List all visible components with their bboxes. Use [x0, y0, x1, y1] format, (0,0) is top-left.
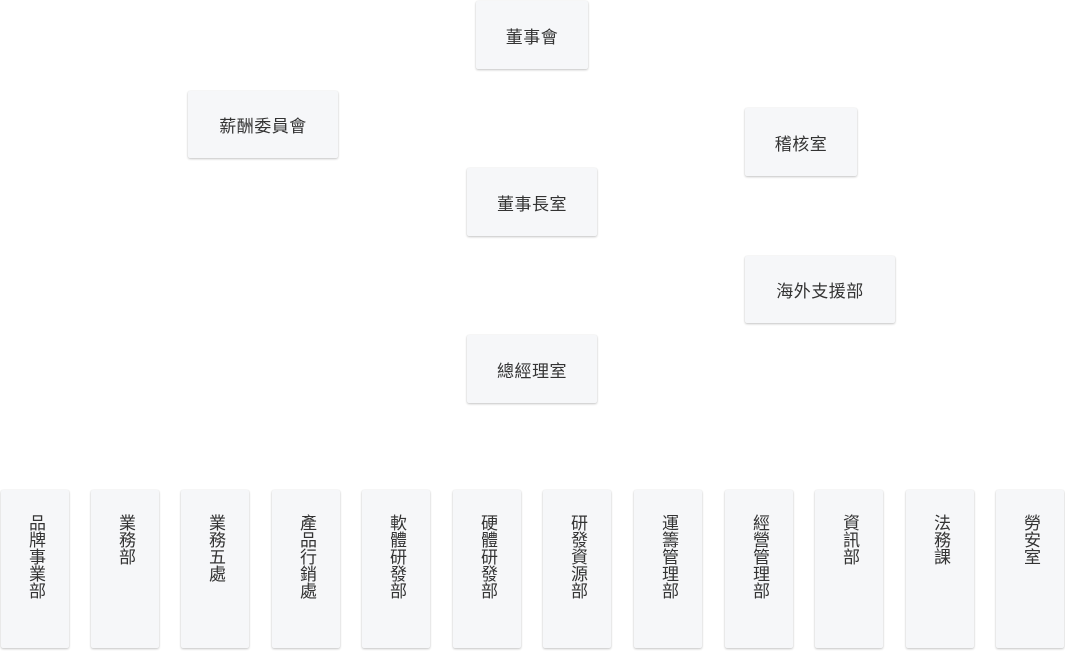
dept-node-sales[interactable]: 業務部	[91, 490, 159, 648]
dept-label: 產品行銷處	[296, 514, 316, 599]
compensation-committee-label: 薪酬委員會	[219, 117, 307, 137]
dept-node-hardware-rd[interactable]: 硬體研發部	[453, 490, 521, 648]
dept-node-software-rd[interactable]: 軟體研發部	[362, 490, 430, 648]
overseas-support-label: 海外支援部	[776, 282, 864, 302]
dept-node-information[interactable]: 資訊部	[815, 490, 883, 648]
dept-label: 軟體研發部	[386, 514, 406, 599]
dept-label: 勞安室	[1020, 514, 1040, 565]
dept-label: 研發資源部	[567, 514, 587, 599]
chairman-office-node[interactable]: 董事長室	[467, 168, 597, 236]
dept-node-legal[interactable]: 法務課	[906, 490, 974, 648]
dept-label: 業務部	[115, 514, 135, 565]
dept-label: 經營管理部	[749, 514, 769, 599]
dept-label: 硬體研發部	[477, 514, 497, 599]
dept-label: 業務五處	[205, 514, 225, 582]
president-office-node[interactable]: 總經理室	[467, 335, 597, 403]
president-office-label: 總經理室	[497, 361, 567, 382]
dept-node-logistics-management[interactable]: 運籌管理部	[634, 490, 702, 648]
board-node[interactable]: 董事會	[476, 1, 588, 69]
audit-office-node[interactable]: 稽核室	[745, 108, 857, 176]
dept-node-business-management[interactable]: 經營管理部	[725, 490, 793, 648]
audit-office-label: 稽核室	[774, 134, 828, 155]
dept-label: 法務課	[930, 514, 950, 565]
dept-node-rd-resources[interactable]: 研發資源部	[543, 490, 611, 648]
dept-node-sales-5[interactable]: 業務五處	[181, 490, 249, 648]
dept-label: 資訊部	[839, 514, 859, 565]
dept-node-brand-business[interactable]: 品牌事業部	[1, 490, 69, 648]
dept-node-labor-safety[interactable]: 勞安室	[996, 490, 1064, 648]
compensation-committee-node[interactable]: 薪酬委員會	[188, 91, 338, 158]
overseas-support-node[interactable]: 海外支援部	[745, 256, 895, 323]
dept-node-product-marketing[interactable]: 產品行銷處	[272, 490, 340, 648]
dept-label: 運籌管理部	[658, 514, 678, 599]
chairman-office-label: 董事長室	[497, 194, 567, 215]
dept-label: 品牌事業部	[25, 514, 45, 599]
board-label: 董事會	[505, 27, 559, 48]
